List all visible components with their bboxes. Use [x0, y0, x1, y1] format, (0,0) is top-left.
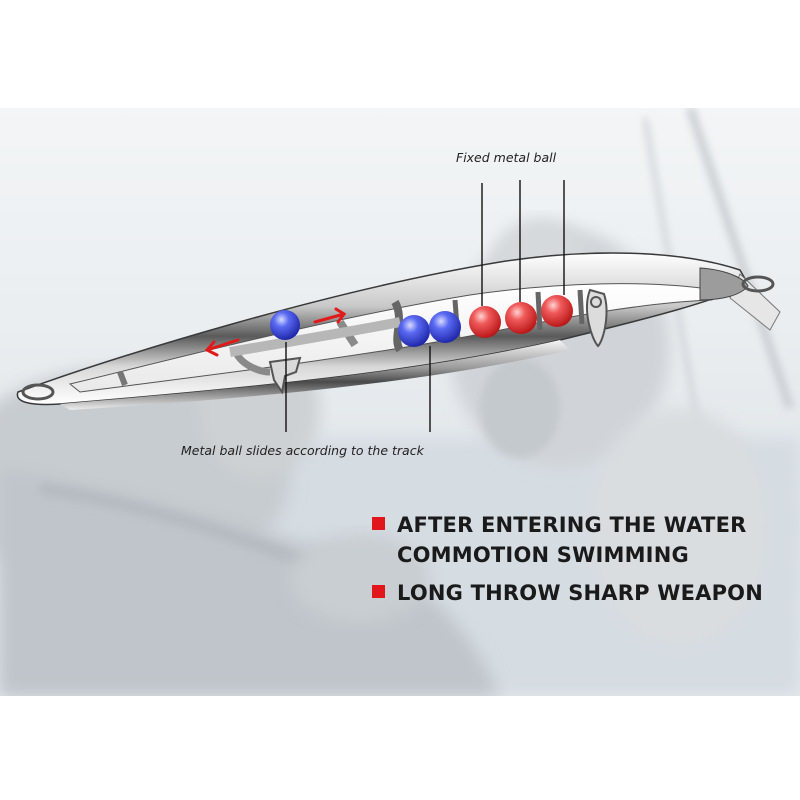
feature-text: After entering the water commotion swimm…	[397, 513, 747, 567]
sliding-metal-ball-label: Metal ball slides according to the track	[181, 443, 424, 458]
direction-arrow-icon	[204, 307, 347, 357]
feature-item: After entering the water commotion swimm…	[372, 510, 792, 570]
feature-text: Long throw sharp weapon	[397, 581, 764, 605]
line-tie-icon	[268, 356, 302, 395]
fixed-metal-balls	[469, 295, 573, 338]
sliding-metal-balls	[270, 310, 461, 347]
fixed-metal-ball-label: Fixed metal ball	[456, 150, 557, 165]
red-square-bullet-icon	[372, 585, 385, 598]
feature-list: After entering the water commotion swimm…	[372, 510, 792, 616]
callout-lines	[285, 180, 565, 432]
feature-item: Long throw sharp weapon	[372, 578, 792, 608]
split-ring-icon	[21, 275, 775, 401]
red-square-bullet-icon	[372, 517, 385, 530]
